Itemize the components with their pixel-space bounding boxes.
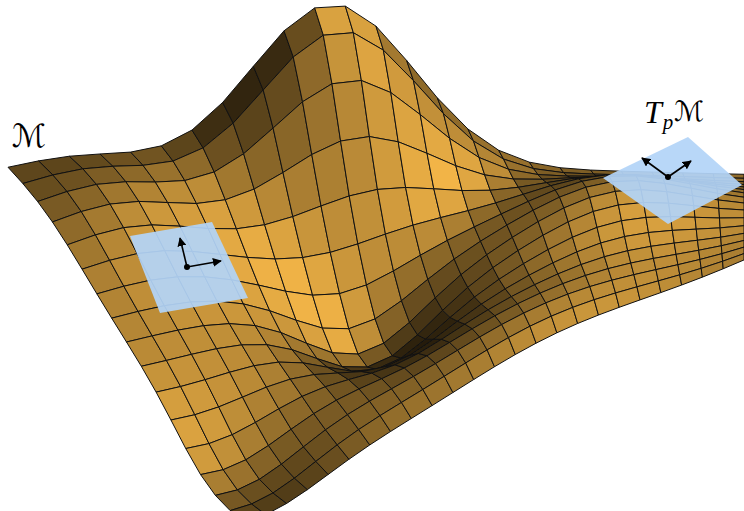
basis-vector: [642, 158, 668, 177]
tangent-plane: [603, 137, 742, 224]
basis-vector: [180, 238, 187, 267]
base-point: [665, 174, 671, 180]
surface-patch: [701, 261, 723, 277]
basis-vector: [187, 261, 221, 267]
base-point: [184, 264, 190, 270]
tangent-planes: [130, 137, 742, 313]
surface-patch: [509, 169, 543, 179]
surface-patch: [398, 142, 434, 189]
surface-patch: [658, 275, 681, 293]
surface-patch: [680, 268, 703, 285]
surface-patch: [723, 254, 744, 269]
manifold-label: ℳ: [12, 120, 46, 152]
tangent-space-label: T: [644, 96, 662, 128]
surface-patch: [573, 300, 599, 324]
surface-patch: [594, 293, 619, 315]
subscript-label: p: [663, 112, 674, 133]
plane-patch: [130, 222, 248, 313]
surface-patch: [616, 287, 640, 307]
surface-patch: [719, 208, 744, 218]
surface-patch: [361, 80, 398, 141]
surface-patch: [456, 166, 490, 191]
basis-vector: [668, 161, 691, 177]
tangent-space-label: ℳ: [674, 98, 704, 126]
tangent-plane: [130, 222, 248, 313]
surface-patch: [427, 153, 462, 190]
surface-patch: [695, 217, 720, 229]
surface-patch: [637, 281, 661, 300]
plane-patch: [603, 137, 742, 224]
manifold-surface: [8, 6, 744, 511]
